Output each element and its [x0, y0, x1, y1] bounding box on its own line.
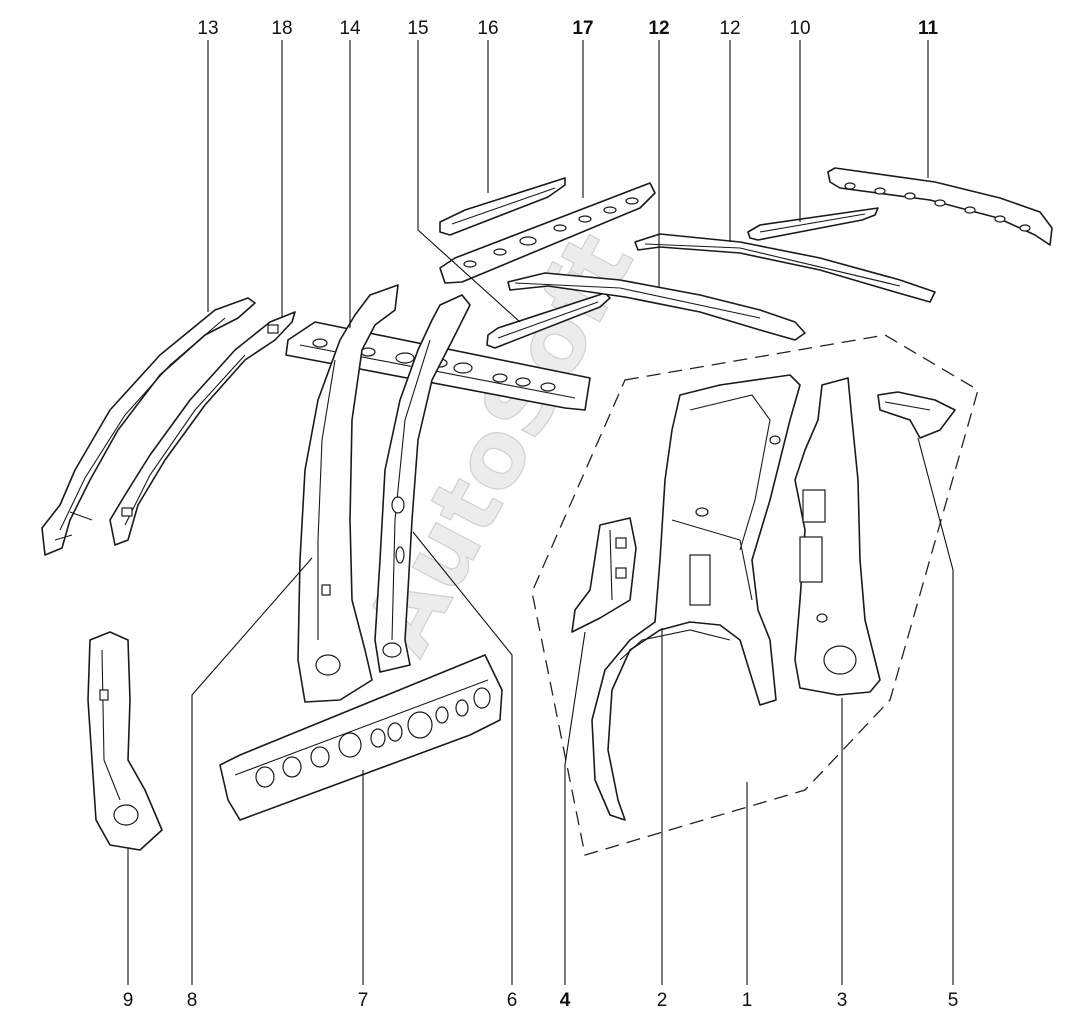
part-17-perforated-rail — [439, 182, 656, 284]
callout-2: 2 — [657, 990, 668, 1011]
leader-lines-top — [207, 40, 929, 328]
callout-15: 15 — [407, 18, 428, 39]
part-18-inner-rail — [109, 311, 296, 546]
callout-14: 14 — [339, 18, 361, 39]
part-7-floor-crossmember — [219, 654, 503, 821]
part-8-b-pillar — [297, 284, 399, 703]
leader-lines-bottom — [127, 437, 954, 985]
callout-7: 7 — [358, 990, 369, 1011]
part-16-reinforcement — [439, 177, 566, 236]
callout-labels-top: 13 18 14 15 16 17 12 12 10 11 — [197, 18, 938, 39]
assembly-group-outline — [531, 334, 979, 856]
callout-12-a: 12 — [648, 18, 669, 39]
part-9-pillar-lower — [87, 631, 163, 851]
callout-17: 17 — [572, 18, 593, 39]
part-5-bracket — [877, 391, 956, 439]
part-3-c-pillar-panel — [794, 377, 881, 696]
part-12-roof-bow-lower — [507, 272, 806, 341]
callout-16: 16 — [477, 18, 498, 39]
callout-13: 13 — [197, 18, 218, 39]
part-11-rear-header — [827, 167, 1053, 246]
callout-6: 6 — [507, 990, 518, 1011]
callout-9: 9 — [123, 990, 134, 1011]
callout-labels-bottom: 9 8 7 6 4 2 1 3 5 — [123, 990, 959, 1011]
part-2-inner-side-panel — [591, 374, 801, 821]
part-4-bracket — [571, 517, 637, 633]
callout-1: 1 — [742, 990, 753, 1011]
part-15-strip — [486, 292, 611, 349]
callout-12-b: 12 — [719, 18, 740, 39]
callout-11: 11 — [918, 18, 939, 39]
callout-5: 5 — [948, 990, 959, 1011]
part-6-pillar-inner — [374, 294, 471, 673]
callout-10: 10 — [789, 18, 810, 39]
callout-8: 8 — [187, 990, 198, 1011]
callout-3: 3 — [837, 990, 848, 1011]
part-10-strip — [747, 207, 879, 241]
part-13-roof-side-rail — [41, 297, 256, 556]
callout-4: 4 — [560, 990, 571, 1011]
part-12-roof-bow-upper — [634, 233, 936, 303]
callout-18: 18 — [271, 18, 292, 39]
